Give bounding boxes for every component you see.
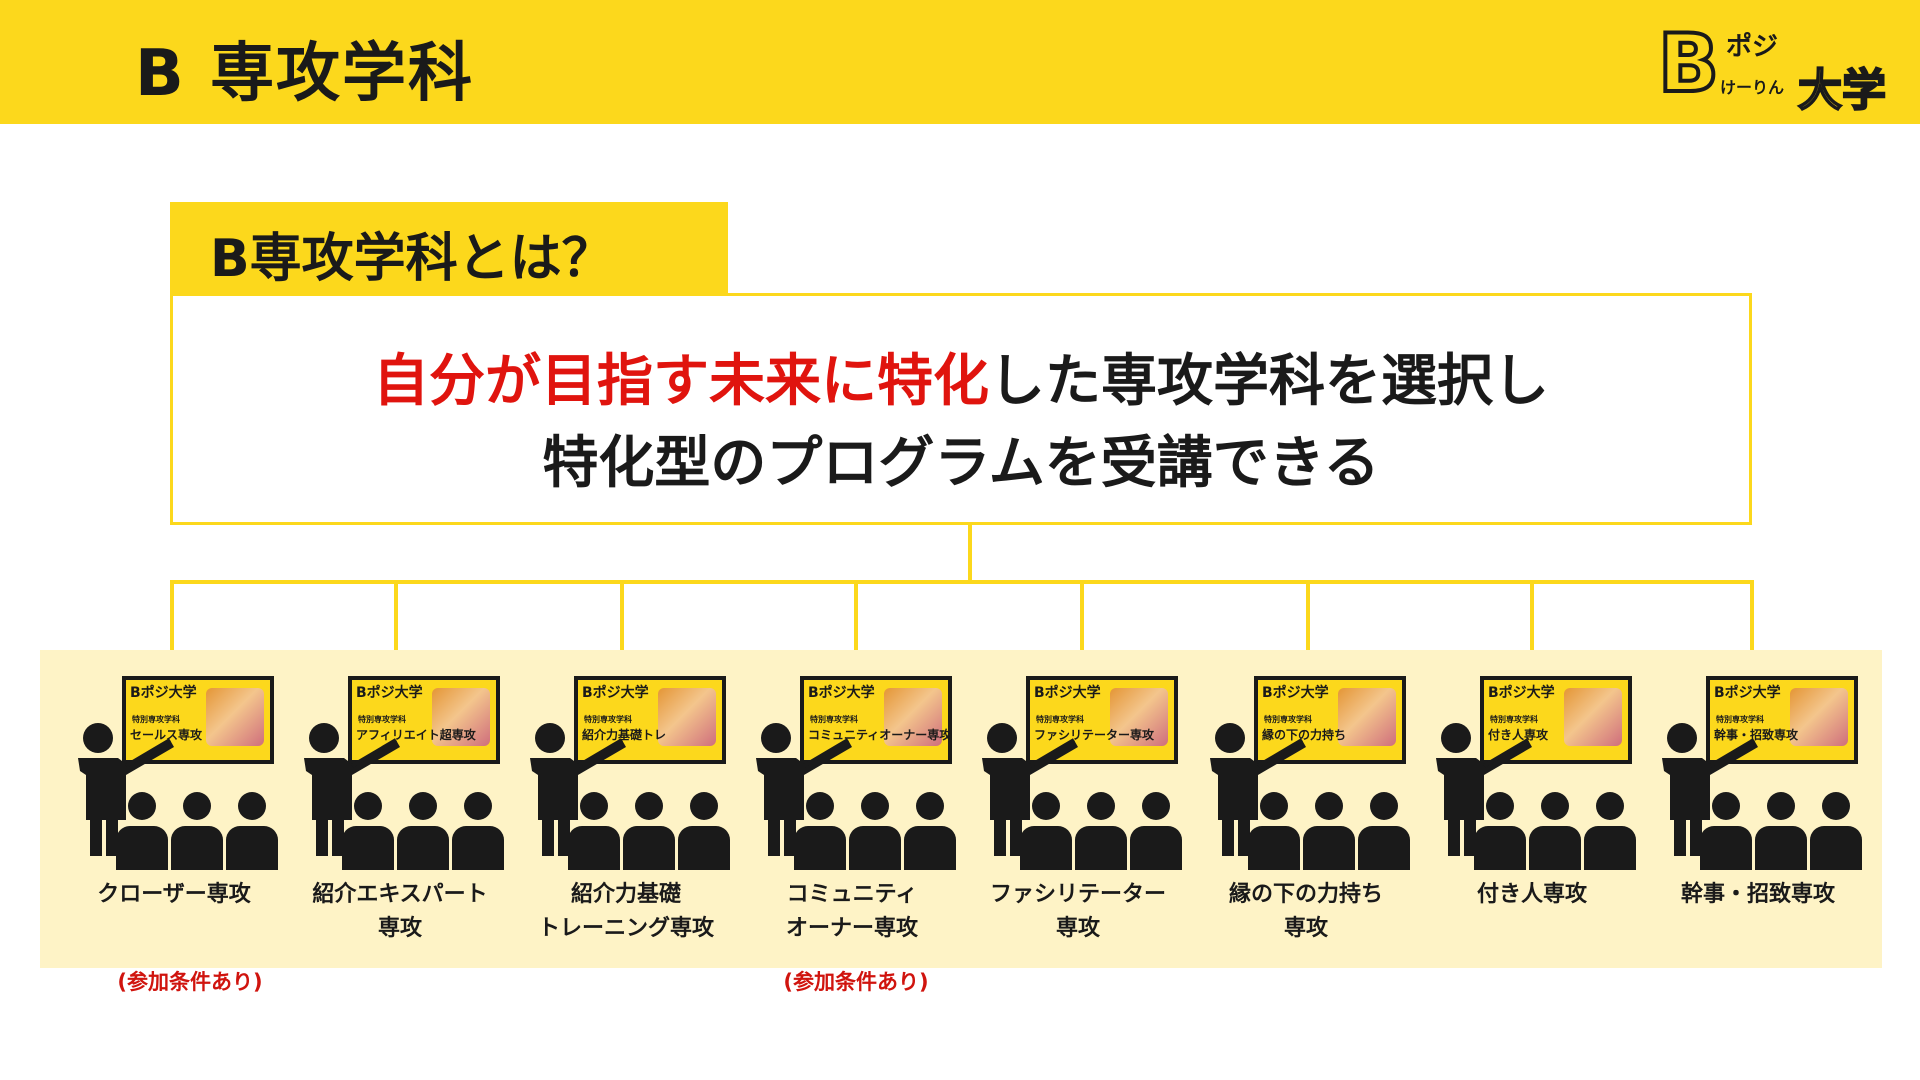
line-1-rest: した専攻学科を選択し: [989, 349, 1549, 414]
screen-photo: [1338, 688, 1396, 746]
students-icon: [1470, 790, 1640, 870]
logo-big-text: 大学: [1798, 54, 1886, 118]
screen-logo: Bポジ大学: [1262, 682, 1329, 702]
course-label: コミュニティオーナー専攻: [722, 878, 982, 946]
condition-note-community: (参加条件あり): [726, 966, 986, 996]
course-item: Bポジ大学 特別専攻学科 セールス専攻 クローザー専攻: [64, 676, 284, 976]
course-label: クローザー専攻: [44, 878, 304, 912]
screen-logo: Bポジ大学: [356, 682, 423, 702]
students-icon: [112, 790, 282, 870]
screen-logo: Bポジ大学: [1034, 682, 1101, 702]
course-item: Bポジ大学 特別専攻学科 幹事・招致専攻 幹事・招致専攻: [1648, 676, 1868, 976]
description-line-2: 特化型のプログラムを受講できる: [173, 418, 1749, 499]
course-label: 付き人専攻: [1402, 878, 1662, 912]
course-label: 縁の下の力持ち専攻: [1176, 878, 1436, 946]
header-bar: B 専攻学科 B ポジ けーりん 大学: [0, 0, 1920, 124]
course-label: 紹介力基礎トレーニング専攻: [496, 878, 756, 946]
screen-photo: [1790, 688, 1848, 746]
students-icon: [564, 790, 734, 870]
screen-logo: Bポジ大学: [808, 682, 875, 702]
logo-small-text: ポジ: [1726, 26, 1778, 63]
course-item: Bポジ大学 特別専攻学科 ファシリテーター専攻 ファシリテーター専攻: [968, 676, 1188, 976]
highlight-text: 自分が目指す未来に特化: [373, 349, 989, 414]
screen-logo: Bポジ大学: [130, 682, 197, 702]
description-box: 自分が目指す未来に特化した専攻学科を選択し 特化型のプログラムを受講できる: [170, 293, 1752, 525]
course-item: Bポジ大学 特別専攻学科 アフィリエイト超専攻 紹介エキスパート専攻: [290, 676, 510, 976]
course-item: Bポジ大学 特別専攻学科 紹介力基礎トレ 紹介力基礎トレーニング専攻: [516, 676, 736, 976]
description-line-1: 自分が目指す未来に特化した専攻学科を選択し: [173, 336, 1749, 417]
logo-sub-text: けーりん: [1720, 74, 1784, 98]
question-tab: B専攻学科とは？: [170, 202, 728, 294]
screen-logo: Bポジ大学: [1714, 682, 1781, 702]
course-item: Bポジ大学 特別専攻学科 付き人専攻 付き人専攻: [1422, 676, 1642, 976]
page-title: B 専攻学科: [135, 22, 474, 114]
condition-note-closer: (参加条件あり): [60, 966, 320, 996]
course-label: 幹事・招致専攻: [1628, 878, 1888, 912]
students-icon: [1016, 790, 1186, 870]
screen-logo: Bポジ大学: [582, 682, 649, 702]
brand-logo: B ポジ けーりん 大学: [1658, 20, 1898, 110]
screen-photo: [206, 688, 264, 746]
students-icon: [790, 790, 960, 870]
course-item: Bポジ大学 特別専攻学科 縁の下の力持ち 縁の下の力持ち専攻: [1196, 676, 1416, 976]
logo-letter: B: [1658, 20, 1719, 108]
screen-logo: Bポジ大学: [1488, 682, 1555, 702]
screen-photo: [658, 688, 716, 746]
course-item: Bポジ大学 特別専攻学科 コミュニティオーナー専攻 コミュニティオーナー専攻: [742, 676, 962, 976]
course-label: ファシリテーター専攻: [948, 878, 1208, 946]
students-icon: [338, 790, 508, 870]
question-label: B専攻学科とは？: [210, 216, 614, 291]
students-icon: [1696, 790, 1866, 870]
course-label: 紹介エキスパート専攻: [270, 878, 530, 946]
screen-photo: [1564, 688, 1622, 746]
students-icon: [1244, 790, 1414, 870]
